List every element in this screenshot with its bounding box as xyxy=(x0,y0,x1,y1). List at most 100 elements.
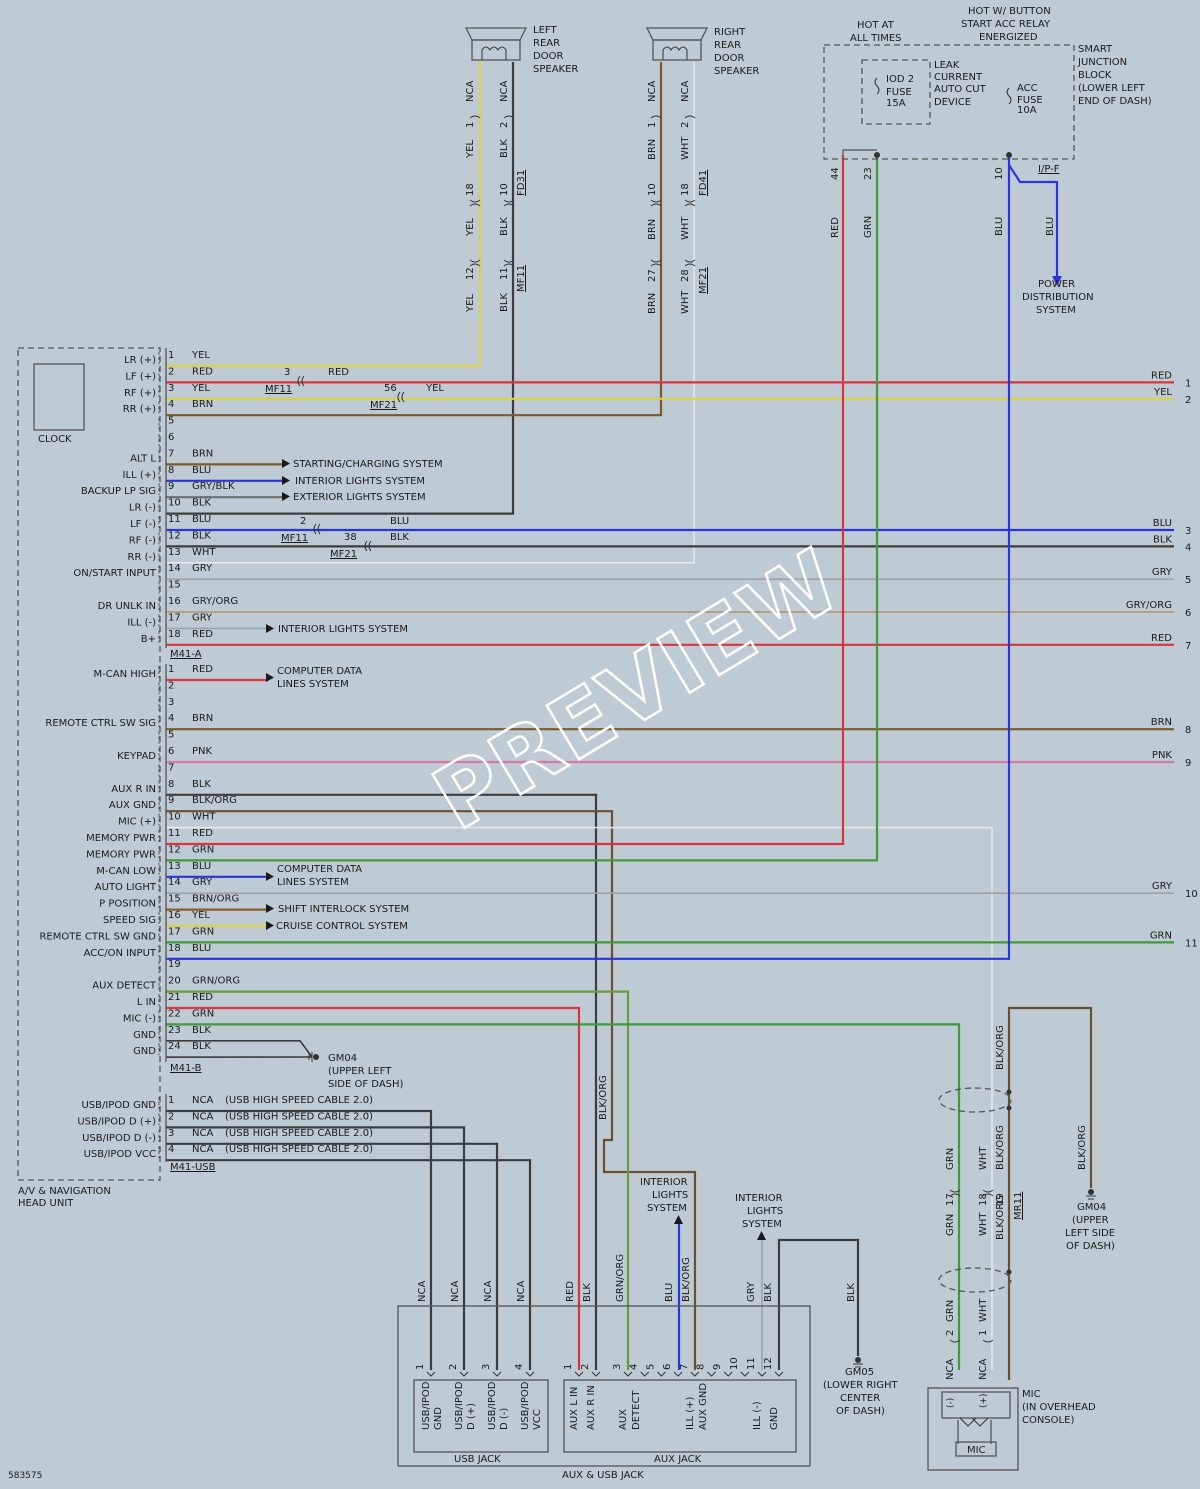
arrow-up-icon xyxy=(757,1231,766,1240)
pin-function: GND xyxy=(133,1030,156,1041)
junction-name-1: SMART xyxy=(1078,44,1113,55)
pin-number: 1 xyxy=(168,350,174,361)
pin-number: 5 xyxy=(168,730,174,741)
pin-wire-color: BRN/ORG xyxy=(192,894,239,905)
right-edge-color: GRY/ORG xyxy=(1126,600,1172,611)
pin-function: AUTO LIGHT xyxy=(95,882,157,893)
pin-number: 1 xyxy=(168,1095,174,1106)
pin-label: 27 xyxy=(647,269,658,282)
pin-function: ALT L xyxy=(130,453,156,464)
right-edge-color: GRY xyxy=(1152,567,1173,578)
pin-label: 28 xyxy=(680,269,691,282)
wire-usb-3 xyxy=(166,1142,499,1370)
inline-connector-icon xyxy=(313,523,321,535)
jack-wire-labels: BLK/ORG NCA NCA NCA NCA RED BLK GRN/ORG … xyxy=(417,1075,857,1302)
wire-mic-drain xyxy=(1007,1006,1093,1380)
dest-starting-charging: STARTING/CHARGING SYSTEM xyxy=(293,459,443,470)
pin-wire-color: RED xyxy=(192,629,213,640)
preview-watermark: PREVIEW xyxy=(417,530,858,850)
wire-acc-on xyxy=(166,155,1011,960)
wire-color-label: BLU xyxy=(1045,217,1056,236)
pin-wire-color: GRN xyxy=(192,844,214,855)
pin-label: 3 xyxy=(284,367,290,378)
pin-label: 23 xyxy=(863,167,874,180)
acc-fuse-label-1: ACC xyxy=(1017,83,1038,94)
acc-fuse-label-2: FUSE xyxy=(1017,95,1043,106)
usb-jack-pin-function: USB/IPOD xyxy=(454,1381,465,1430)
junction-name-2: JUNCTION xyxy=(1077,57,1127,68)
wire-color-label: GRN xyxy=(863,216,874,238)
pin-note: (USB HIGH SPEED CABLE 2.0) xyxy=(225,1111,373,1122)
wire-memory-red xyxy=(166,155,845,846)
gm04-right-loc-1: (UPPER xyxy=(1072,1215,1109,1226)
pin-number: 10 xyxy=(168,812,181,823)
gm04-loc-2: SIDE OF DASH) xyxy=(328,1079,404,1090)
pin-function: BACKUP LP SIG xyxy=(81,486,156,497)
wire-color-label: BLK/ORG xyxy=(598,1075,609,1120)
pin-label: 19 xyxy=(995,1193,1006,1206)
pin-number: 18 xyxy=(168,943,181,954)
pin-function: ILL (+) xyxy=(123,470,157,481)
pin-label: 11 xyxy=(499,267,510,280)
connector-mf21: MF21 xyxy=(698,267,709,294)
pin-function: L IN xyxy=(137,997,156,1008)
pin-mark xyxy=(723,1371,733,1377)
wire-color-label: GRN xyxy=(945,1148,956,1170)
pin-function: AUX R IN xyxy=(111,784,156,795)
pin-function: LF (+) xyxy=(125,371,156,382)
pin-number: 3 xyxy=(168,1128,174,1139)
pin-number: 7 xyxy=(168,762,174,773)
gm05-loc-1: (LOWER RIGHT xyxy=(823,1380,898,1391)
right-edge-color: GRY xyxy=(1152,881,1173,892)
pin-number: 22 xyxy=(168,1008,181,1019)
pin-wire-color: RED xyxy=(192,828,213,839)
mic-title-3: CONSOLE) xyxy=(1022,1415,1074,1426)
pin-label: 2 xyxy=(680,122,691,128)
pin-wire-color: GRN xyxy=(192,1008,214,1019)
ground-icon xyxy=(855,1357,861,1363)
pin-number: 16 xyxy=(168,910,181,921)
fuse-icon xyxy=(1006,87,1012,105)
pin-wire-color: WHT xyxy=(192,812,216,823)
wire-color-label: BLU xyxy=(664,1283,675,1302)
usb-jack-pin-function: VCC xyxy=(532,1409,543,1430)
pin-number: 5 xyxy=(168,416,174,427)
pin-label: 18 xyxy=(465,183,476,196)
interior-lights-stack-2: LIGHTS xyxy=(652,1190,688,1201)
wire-color-label: BRN xyxy=(647,219,658,240)
smart-junction-block: HOT AT ALL TIMES HOT W/ BUTTON START ACC… xyxy=(823,6,1152,316)
pin-note: (USB HIGH SPEED CABLE 2.0) xyxy=(225,1128,373,1139)
inline-connector-marks xyxy=(469,115,696,267)
pin-wire-color: BLU xyxy=(192,465,211,476)
mic-plus-label: (+) xyxy=(979,1393,989,1408)
inline-connector-icon xyxy=(297,375,305,387)
wire-l-in xyxy=(166,1006,581,1370)
connector-m41a: M41-A xyxy=(170,649,202,660)
pin-function: LF (-) xyxy=(130,519,156,530)
aux-jack-pin-number: 2 xyxy=(580,1364,591,1370)
pin-number: 2 xyxy=(168,680,174,691)
pin-wire-color: BLK xyxy=(192,1041,211,1052)
speaker-icon xyxy=(464,27,528,41)
leak-label-2: CURRENT xyxy=(934,72,983,83)
usb-jack-pin-function: D (-) xyxy=(499,1408,510,1430)
wire-color-label: YEL xyxy=(465,294,476,313)
pin-label: 18 xyxy=(978,1193,989,1206)
pin-number: 2 xyxy=(168,1111,174,1122)
pin-label: 17 xyxy=(945,1193,956,1206)
wire-rr-minus xyxy=(166,62,695,564)
wire-color-label: WHT xyxy=(978,1146,989,1170)
pin-number: 9 xyxy=(168,481,174,492)
pin-function: REMOTE CTRL SW GND xyxy=(39,931,156,942)
aux-jack-pin-number: 1 xyxy=(563,1364,574,1370)
wire-color-label: RED xyxy=(328,367,349,378)
pin-function: DR UNLK IN xyxy=(98,601,156,612)
clock-box xyxy=(33,363,85,431)
pin-function: MIC (+) xyxy=(118,817,156,828)
pin-wire-color: YEL xyxy=(191,383,210,394)
dest-shift-interlock: SHIFT INTERLOCK SYSTEM xyxy=(278,904,409,915)
wire-color-label: GRN xyxy=(945,1300,956,1322)
right-edge-number: 10 xyxy=(1185,889,1198,900)
hot-button-label-2: START ACC RELAY xyxy=(961,19,1051,30)
